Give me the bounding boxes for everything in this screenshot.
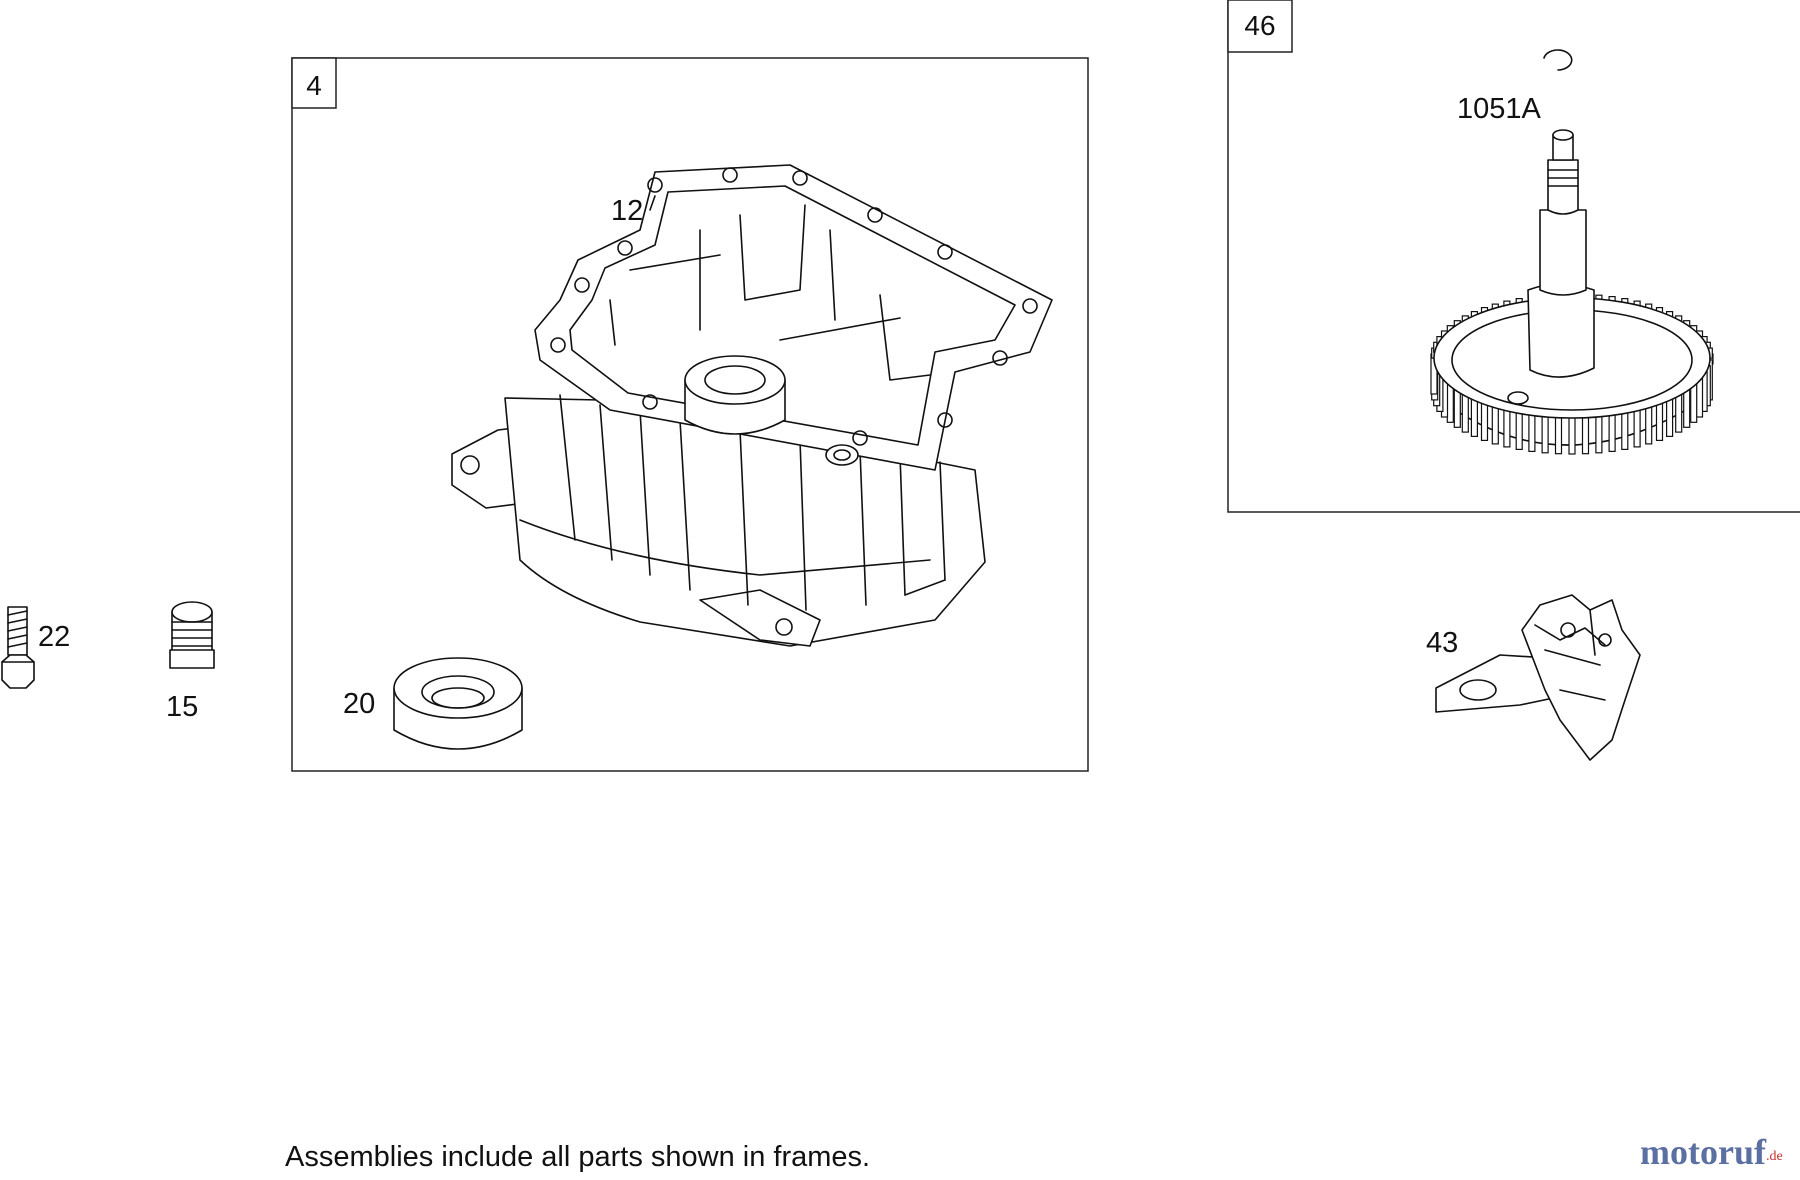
label-22: 22: [38, 621, 70, 653]
gear-tooth: [1541, 412, 1549, 454]
svg-text:motoruf.de: motoruf.de: [1640, 1132, 1783, 1172]
oil-seal-20: [393, 657, 523, 750]
gear-tooth: [1581, 413, 1590, 455]
gear-tooth: [1595, 412, 1603, 454]
frame-sump-number: 4: [306, 70, 322, 101]
sump-drawing: [451, 164, 1053, 647]
watermark: motoruf.de: [1640, 1132, 1783, 1172]
gear-tooth: [1645, 403, 1653, 445]
gear-tooth: [1528, 410, 1536, 452]
gear-tooth: [1554, 413, 1563, 455]
leader-12: [649, 195, 656, 211]
gear-tooth: [1491, 403, 1499, 445]
retaining-ring-1051A: [1543, 49, 1573, 71]
gear-tooth: [1675, 391, 1683, 433]
sump-ribs: [559, 394, 946, 611]
plug-15: [169, 601, 215, 669]
gear-tooth: [1665, 395, 1674, 437]
gear-tooth: [1568, 413, 1576, 455]
label-20: 20: [343, 688, 375, 720]
camshaft-gear-46: [1430, 129, 1714, 455]
governor-43: [1435, 594, 1641, 761]
watermark-suffix: .de: [1766, 1149, 1783, 1164]
frame-camshaft: 46: [1227, 0, 1800, 513]
label-43: 43: [1426, 627, 1458, 659]
gear-tooth: [1503, 406, 1511, 448]
gear-tooth: [1621, 408, 1629, 450]
gear-tooth: [1608, 410, 1616, 452]
gear-tooth: [1480, 399, 1489, 441]
bolt-22: [1, 606, 35, 689]
gear-tooth: [1515, 408, 1523, 450]
frame-sump: 4: [291, 57, 1089, 772]
gasket-outline: [534, 164, 1053, 471]
frame-camshaft-number: 46: [1244, 10, 1275, 41]
footnote: Assemblies include all parts shown in fr…: [285, 1141, 870, 1173]
watermark-brand: motoruf: [1640, 1132, 1767, 1172]
gasket-bolt-holes: [550, 167, 1038, 446]
gear-tooth: [1461, 391, 1469, 433]
gear-tooth: [1633, 406, 1641, 448]
label-15: 15: [166, 691, 198, 723]
gear-tooth: [1470, 395, 1479, 437]
label-12: 12: [611, 195, 643, 227]
label-1051A: 1051A: [1457, 93, 1542, 125]
gear-tooth: [1655, 399, 1664, 441]
